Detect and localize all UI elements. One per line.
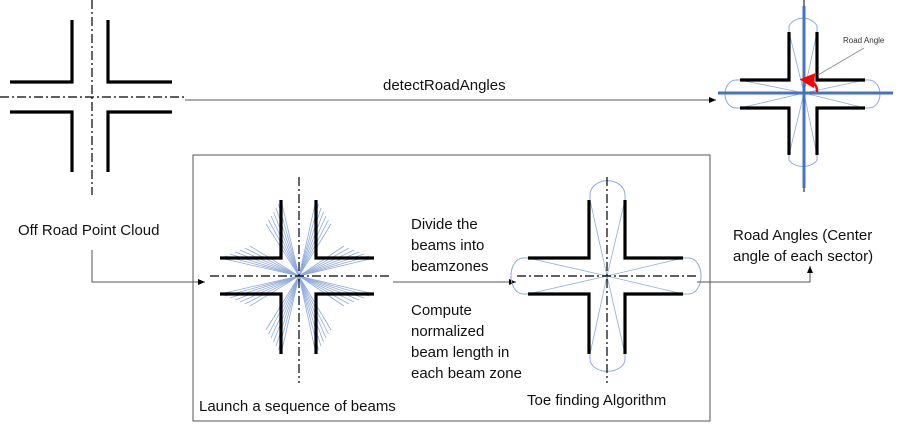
beam-ray (244, 247, 300, 277)
step1-label: Launch a sequence of beams (199, 398, 396, 415)
beam-ray (268, 219, 300, 277)
output-connector (697, 266, 813, 283)
beam-ray (298, 275, 375, 295)
mid-bottom-text: Compute normalized beam length in each b… (411, 302, 522, 382)
toe-intersection (510, 177, 702, 383)
beam-ray (249, 275, 300, 307)
output-intersection (718, 0, 893, 192)
step2-label: Toe finding Algorithm (527, 392, 666, 409)
beam-ray (219, 257, 300, 277)
beam-ray (298, 275, 327, 339)
beams-intersection (210, 177, 392, 383)
beam-ray (298, 275, 329, 335)
road-angle-arc (799, 73, 819, 93)
beam-ray (298, 219, 329, 277)
output-label: Road Angles (Center angle of each sector… (733, 227, 876, 265)
beam-ray (298, 275, 355, 303)
beam-ray (280, 275, 300, 355)
beam-ray (249, 245, 300, 277)
beam-ray (298, 257, 375, 277)
beam-ray (298, 275, 317, 355)
beam-ray (273, 211, 300, 277)
beam-ray (298, 249, 355, 277)
road-angle-label: Road Angle (843, 36, 885, 45)
beam-ray (239, 249, 300, 277)
main-arrow-label: detectRoadAngles (383, 77, 506, 94)
beam-ray (298, 275, 350, 305)
beam-ray (234, 251, 300, 277)
input-connector (91, 250, 205, 285)
beam-ray (298, 247, 350, 277)
beam-ray (298, 215, 327, 277)
beam-ray (298, 275, 360, 301)
beam-fan (219, 199, 375, 355)
beam-ray (268, 275, 300, 335)
beam-ray (298, 245, 345, 277)
beam-ray (298, 199, 317, 277)
beam-ray (298, 275, 345, 307)
beam-ray (270, 215, 300, 277)
process-box (192, 154, 711, 422)
input-intersection (0, 0, 185, 195)
mid-top-text: Divide the beams into beamzones (411, 216, 489, 275)
beam-ray (234, 275, 300, 301)
beam-ray (270, 275, 300, 339)
beam-ray (273, 275, 300, 343)
beam-ray (280, 199, 300, 277)
beam-ray (298, 211, 324, 277)
beam-ray (219, 275, 300, 295)
beam-ray (244, 275, 300, 305)
input-label: Off Road Point Cloud (18, 222, 159, 239)
beam-ray (298, 275, 324, 343)
beam-ray (298, 251, 360, 277)
beam-ray (239, 275, 300, 303)
